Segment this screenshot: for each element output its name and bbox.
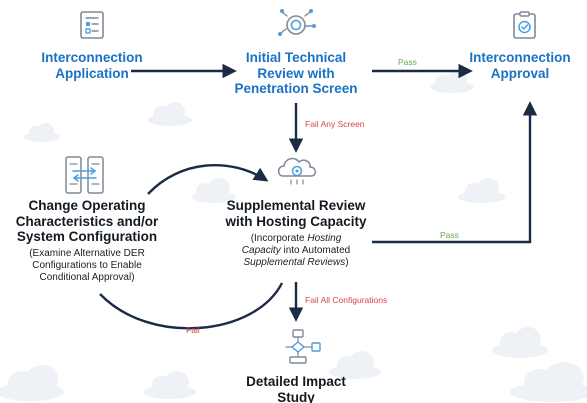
note-line: Configurations to Enable xyxy=(32,260,142,271)
note-line: Capacity into Automated xyxy=(220,245,372,257)
configuration-panels-icon xyxy=(65,156,104,194)
note-text: ) xyxy=(345,257,349,268)
node-title-line: Initial Technical xyxy=(245,50,347,65)
note-line: (Incorporate Hosting xyxy=(220,233,372,245)
edge-label-fail-all-configurations: Fail All Configurations xyxy=(305,295,388,305)
note-text: (Incorporate xyxy=(250,233,308,244)
approval-checkmark-icon xyxy=(513,11,536,39)
cloud-shape xyxy=(458,178,506,203)
arrow-fail-loop xyxy=(99,282,284,330)
node-title-line: Characteristics and/or xyxy=(15,213,159,229)
note-line: Conditional Approval) xyxy=(39,272,135,283)
note-emphasis: Capacity xyxy=(241,245,281,256)
arrow-supplemental-to-approval xyxy=(372,101,538,244)
node-supplemental-review-note: (Incorporate Hosting Capacity into Autom… xyxy=(220,233,372,269)
node-title-line: Review with xyxy=(257,65,335,81)
edge-label-pass-top: Pass xyxy=(398,57,417,67)
node-title-line: Supplemental Review xyxy=(226,198,366,213)
note-text: into Automated xyxy=(280,245,351,256)
node-title-line: Change Operating xyxy=(28,198,146,213)
node-title-line: Interconnection xyxy=(41,50,143,65)
cloud-shape xyxy=(144,371,196,399)
note-emphasis: Supplemental Reviews xyxy=(243,257,346,268)
node-title-line: Study xyxy=(277,389,315,403)
node-title-line: Detailed Impact xyxy=(246,374,346,389)
note-line: (Examine Alternative DER xyxy=(29,248,145,259)
document-form-icon xyxy=(80,11,104,39)
node-title-line: Interconnection xyxy=(469,50,571,65)
cloud-shape xyxy=(24,123,60,142)
cloud-hosting-icon xyxy=(277,157,317,185)
cloud-shape xyxy=(510,362,587,402)
node-change-operating-note: (Examine Alternative DER Configurations … xyxy=(6,248,168,284)
cloud-shape xyxy=(329,351,381,379)
cloud-shape xyxy=(192,178,236,203)
node-title-line: System Configuration xyxy=(16,229,158,245)
node-title-line: Penetration Screen xyxy=(234,81,358,97)
background-clouds xyxy=(0,70,587,402)
cloud-shape xyxy=(492,327,548,358)
note-emphasis: Hosting xyxy=(307,233,342,244)
node-title-line: Approval xyxy=(490,65,550,81)
node-title-line: with Hosting Capacity xyxy=(225,213,367,229)
note-line: Supplemental Reviews) xyxy=(220,257,372,269)
gear-network-icon xyxy=(278,9,316,36)
node-interconnection-approval: Interconnection Approval xyxy=(454,50,586,81)
node-supplemental-review: Supplemental Review with Hosting Capacit… xyxy=(220,198,372,229)
node-interconnection-application: Interconnection Application xyxy=(18,50,166,81)
node-change-operating: Change Operating Characteristics and/or … xyxy=(6,198,168,245)
arrow-change-to-supplemental xyxy=(147,163,269,195)
cloud-shape xyxy=(148,102,192,126)
edge-label-fail-loop: Fail xyxy=(186,325,200,335)
node-initial-technical-review: Initial Technical Review with Penetratio… xyxy=(221,50,371,97)
node-title-line: Application xyxy=(55,65,129,81)
node-detailed-impact-study: Detailed Impact Study xyxy=(236,374,356,403)
flowchart-icon xyxy=(285,329,321,364)
edge-label-fail-any-screen: Fail Any Screen xyxy=(305,119,365,129)
edge-label-pass-supplemental: Pass xyxy=(440,230,459,240)
cloud-shape xyxy=(0,365,64,401)
